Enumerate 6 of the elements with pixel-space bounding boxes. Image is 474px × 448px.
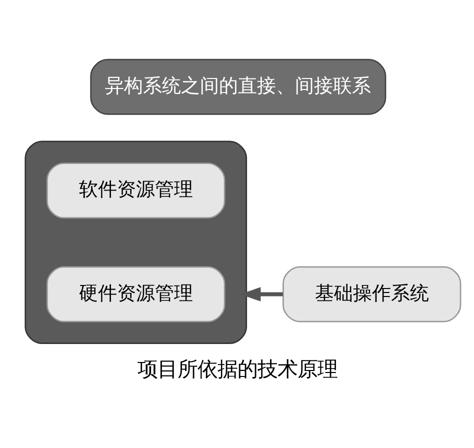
node-box: 基础操作系统 [282, 266, 461, 322]
caption: 项目所依据的技术原理 [137, 357, 337, 382]
node-box: 异构系统之间的直接、间接联系 [90, 58, 386, 115]
node-box: 硬件资源管理 [46, 266, 225, 322]
node-box: 软件资源管理 [46, 162, 225, 219]
cluster [24, 140, 247, 344]
